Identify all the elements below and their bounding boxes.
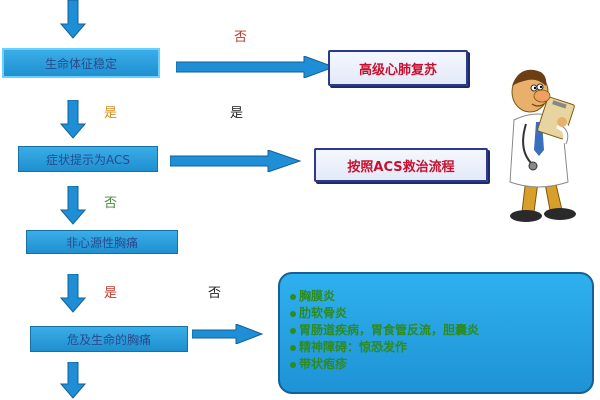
yes-label-2: 是 [230, 106, 244, 121]
list-item-text: 带状疱疹 [299, 357, 348, 371]
list-item: 肋软骨炎 [290, 305, 592, 322]
right-arrow-1 [176, 56, 336, 78]
down-arrow-top [60, 0, 86, 39]
acs-symptom-box: 症状提示为ACS [18, 146, 158, 172]
bullet-icon [290, 361, 296, 368]
no-label-1: 否 [234, 30, 248, 45]
down-arrow-3 [60, 274, 86, 313]
advanced-cpr-box: 高级心肺复苏 [328, 50, 468, 86]
bullet-icon [290, 344, 296, 351]
right-arrow-2 [170, 150, 302, 172]
down-arrow-1 [60, 100, 86, 139]
list-item: 精神障碍：惊恐发作 [290, 339, 592, 356]
doctor-illustration-icon [509, 69, 576, 222]
bullet-icon [290, 327, 296, 334]
down-arrow-bottom [60, 362, 86, 399]
bullet-icon [290, 293, 296, 300]
list-item-text: 胸膜炎 [299, 289, 336, 303]
non-cardiac-chest-pain-box: 非心源性胸痛 [26, 230, 178, 254]
no-label-2: 否 [104, 196, 118, 211]
yes-label-3: 是 [104, 286, 118, 301]
right-arrow-3 [192, 324, 264, 344]
acs-treatment-box: 按照ACS救治流程 [314, 148, 488, 182]
list-item: 胃肠道疾病，胃食管反流，胆囊炎 [290, 322, 592, 339]
vital-signs-stable-box: 生命体征稳定 [2, 48, 160, 78]
bullet-icon [290, 310, 296, 317]
list-item: 胸膜炎 [290, 288, 592, 305]
list-item: 带状疱疹 [290, 356, 592, 373]
list-item-text: 肋软骨炎 [299, 306, 348, 320]
list-item-text: 胃肠道疾病，胃食管反流，胆囊炎 [299, 323, 480, 337]
differential-diagnosis-panel: 胸膜炎 肋软骨炎 胃肠道疾病，胃食管反流，胆囊炎 精神障碍：惊恐发作 带状疱疹 [278, 272, 594, 394]
down-arrow-2 [60, 186, 86, 225]
yes-label-1: 是 [104, 106, 118, 121]
no-label-3: 否 [208, 286, 222, 301]
life-threatening-chest-pain-box: 危及生命的胸痛 [30, 326, 188, 352]
list-item-text: 精神障碍：惊恐发作 [299, 340, 408, 354]
